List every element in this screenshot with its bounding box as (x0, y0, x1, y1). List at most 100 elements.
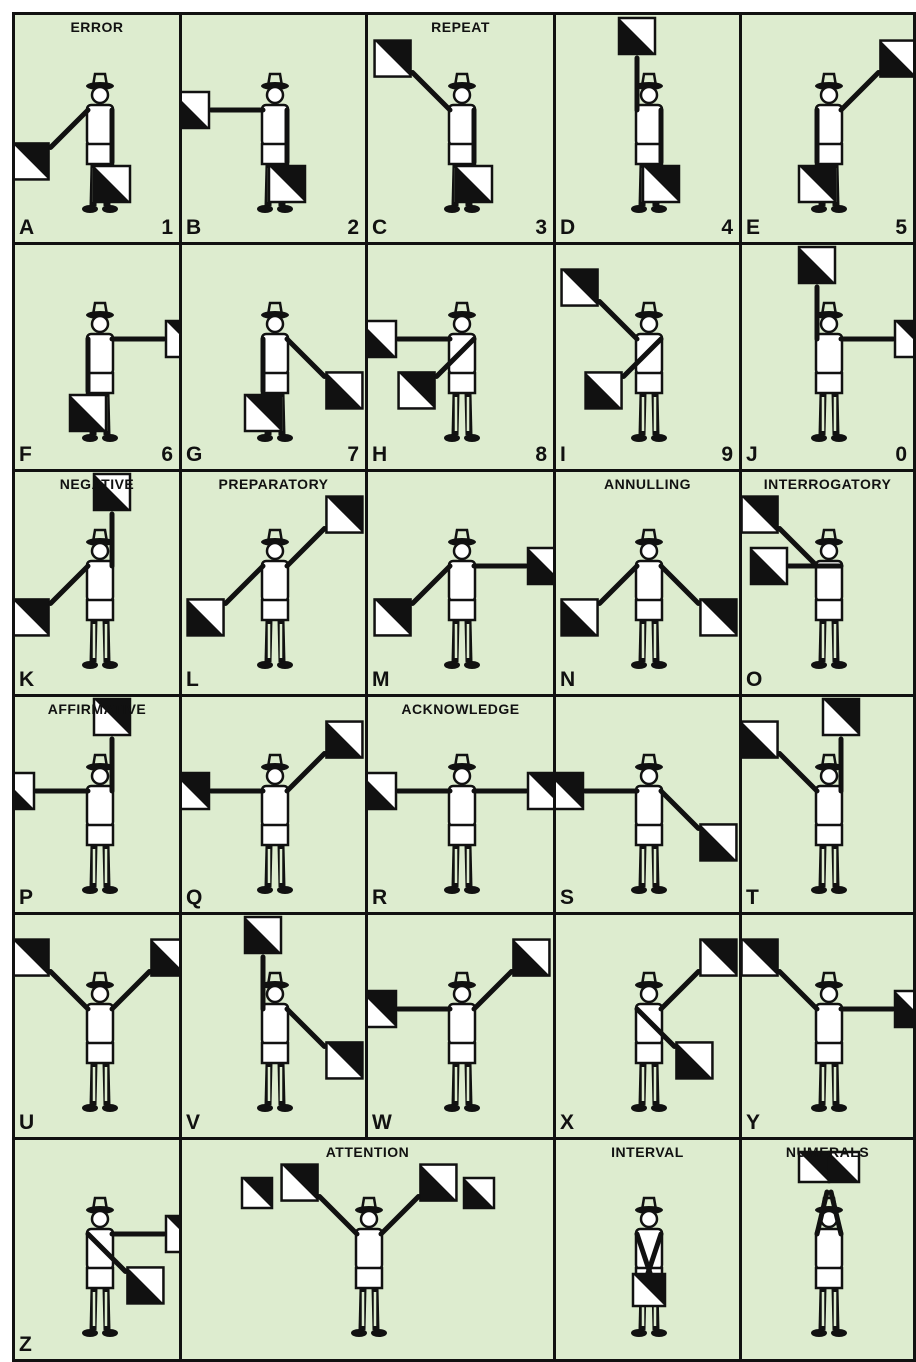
semaphore-illustration (182, 697, 368, 915)
right-flag-icon (368, 991, 396, 1027)
number-label: 8 (535, 443, 547, 467)
semaphore-illustration (182, 245, 368, 472)
semaphore-cell: X (556, 915, 742, 1140)
right-flag-icon (556, 773, 583, 809)
number-label: 9 (721, 443, 733, 467)
semaphore-illustration (742, 472, 916, 697)
right-flag-icon (127, 1267, 163, 1303)
right-flag-icon (676, 1042, 712, 1078)
right-flag-icon (742, 940, 778, 976)
left-flag-icon (528, 773, 556, 809)
letter-label: B (186, 216, 201, 240)
left-flag-icon (151, 940, 182, 976)
letter-label: S (560, 886, 574, 910)
meaning-label: ERROR (15, 19, 179, 35)
semaphore-illustration (368, 245, 556, 472)
number-label: 4 (721, 216, 733, 240)
scout-figure-icon (444, 530, 480, 669)
scout-figure-icon (631, 755, 667, 894)
letter-label: J (746, 443, 758, 467)
number-label: 2 (347, 216, 359, 240)
semaphore-cell: ACKNOWLEDGE R (368, 697, 556, 915)
right-flag-icon (15, 143, 49, 179)
semaphore-cell: S (556, 697, 742, 915)
semaphore-illustration (742, 915, 916, 1140)
left-flag-icon (326, 372, 362, 408)
semaphore-illustration (182, 915, 368, 1140)
right-flag-icon (562, 270, 598, 306)
waving-flag-icon (464, 1178, 494, 1208)
semaphore-cell: Z (12, 1140, 182, 1362)
semaphore-illustration (15, 1140, 182, 1362)
meaning-label: INTERROGATORY (742, 476, 913, 492)
meaning-label: ACKNOWLEDGE (368, 701, 553, 717)
right-flag-icon (282, 1165, 318, 1201)
number-label: 3 (535, 216, 547, 240)
right-flag-icon (799, 247, 835, 283)
letter-label: K (19, 668, 34, 692)
letter-label: Z (19, 1333, 32, 1357)
semaphore-illustration (368, 472, 556, 697)
left-flag-icon (823, 699, 859, 735)
semaphore-cell: NEGATIVEK (12, 472, 182, 697)
scout-figure-icon (631, 530, 667, 669)
semaphore-cell: ATTENTION (182, 1140, 556, 1362)
letter-label: H (372, 443, 387, 467)
left-flag-icon (586, 372, 622, 408)
semaphore-cell: T (742, 697, 916, 915)
left-flag-icon (326, 722, 362, 758)
letter-label: E (746, 216, 760, 240)
left-flag-icon (700, 599, 736, 635)
semaphore-illustration (742, 245, 916, 472)
semaphore-illustration (15, 697, 182, 915)
letter-label: R (372, 886, 387, 910)
semaphore-illustration (182, 15, 368, 245)
letter-label: Q (186, 886, 202, 910)
right-flag-icon (70, 395, 106, 431)
left-flag-icon (751, 548, 787, 584)
semaphore-illustration (15, 15, 182, 245)
meaning-label: NUMERALS (742, 1144, 913, 1160)
left-flag-icon (895, 991, 916, 1027)
right-flag-icon (15, 940, 49, 976)
left-flag-icon (269, 166, 305, 202)
letter-label: V (186, 1111, 200, 1135)
right-flag-icon (368, 773, 396, 809)
semaphore-cell: INTERVAL (556, 1140, 742, 1362)
left-flag-icon (700, 940, 736, 976)
meaning-label: PREPARATORY (182, 476, 365, 492)
right-flag-icon (245, 917, 281, 953)
semaphore-cell: AFFIRMATIVEP (12, 697, 182, 915)
semaphore-illustration (182, 1140, 556, 1362)
right-flag-icon (375, 41, 411, 77)
semaphore-cell: Q (182, 697, 368, 915)
number-label: 6 (161, 443, 173, 467)
meaning-label: ANNULLING (556, 476, 739, 492)
semaphore-illustration (556, 697, 742, 915)
semaphore-illustration (368, 697, 556, 915)
right-flag-icon (15, 599, 49, 635)
number-label: 0 (895, 443, 907, 467)
left-flag-icon (513, 940, 549, 976)
right-flag-icon (182, 773, 209, 809)
semaphore-illustration (556, 15, 742, 245)
semaphore-illustration (556, 1140, 742, 1362)
left-flag-icon (700, 824, 736, 860)
scout-figure-icon (82, 973, 118, 1112)
scout-figure-icon (351, 1198, 387, 1337)
semaphore-illustration (556, 245, 742, 472)
letter-label: W (372, 1111, 392, 1135)
left-flag-icon (166, 1216, 182, 1252)
semaphore-illustration (182, 472, 368, 697)
semaphore-illustration (742, 1140, 916, 1362)
left-flag-icon (880, 41, 916, 77)
scout-figure-icon (82, 1198, 118, 1337)
meaning-label: REPEAT (368, 19, 553, 35)
letter-label: I (560, 443, 566, 467)
number-label: 1 (161, 216, 173, 240)
